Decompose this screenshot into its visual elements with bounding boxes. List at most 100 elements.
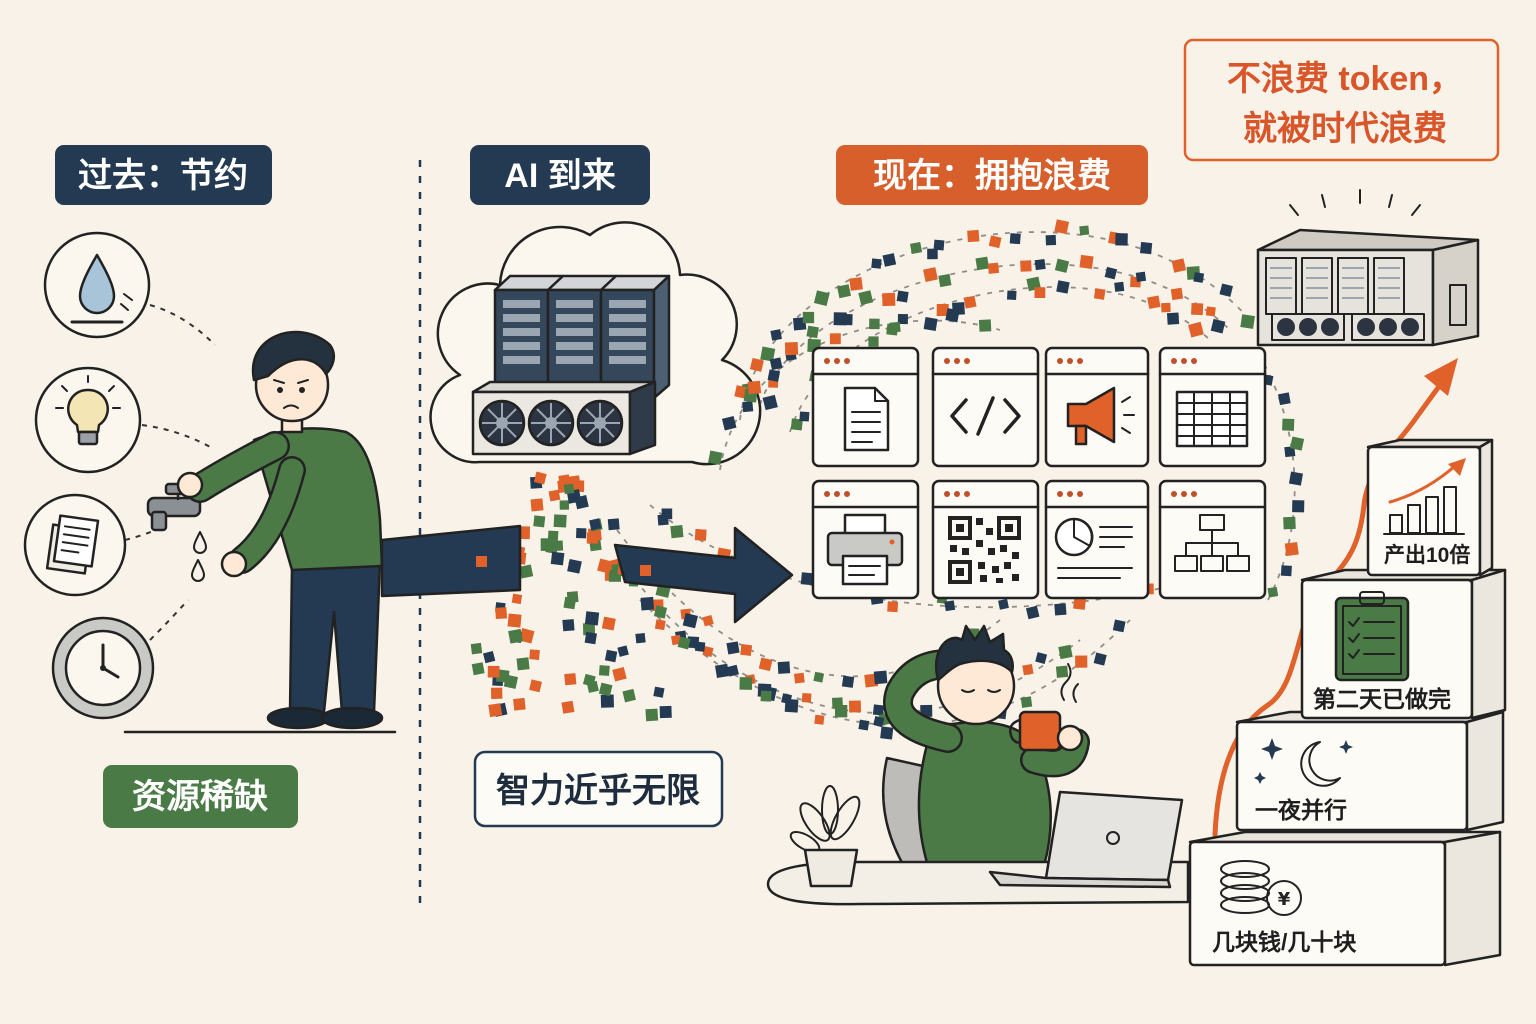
token-particle [529, 649, 540, 660]
token-particle [858, 719, 870, 731]
token-particle [1115, 233, 1128, 246]
token-particle [889, 321, 901, 333]
token-particle [841, 313, 853, 326]
token-particle [559, 500, 570, 510]
token-particle [800, 572, 814, 586]
past-badge-label: 过去：节约 [78, 157, 248, 195]
token-particle [963, 295, 977, 309]
token-particle [530, 498, 544, 512]
token-particle [967, 229, 980, 243]
step-box-done: 第二天已做完 [1300, 568, 1507, 720]
token-particle [747, 380, 762, 395]
token-particle [702, 645, 714, 658]
token-particle [790, 418, 803, 431]
server-tower [546, 274, 618, 400]
token-particle [487, 665, 500, 678]
token-particle [1056, 280, 1070, 294]
step-cost-label: 几块钱/几十块 [1212, 929, 1356, 955]
spreadsheet-icon [1175, 390, 1249, 448]
token-particle [635, 633, 646, 644]
token-particle [897, 314, 908, 325]
token-particle [721, 415, 737, 431]
token-particle [1054, 258, 1070, 273]
token-particle [927, 248, 938, 260]
token-particle [659, 705, 672, 719]
token-particle [727, 664, 739, 677]
token-particle [1020, 260, 1032, 272]
worried-person [176, 330, 384, 730]
token-particle [682, 613, 698, 629]
token-particle [841, 675, 855, 688]
token-particle [563, 483, 575, 495]
token-particle [653, 605, 668, 619]
water-drop-icon [43, 231, 151, 339]
token-particle [640, 596, 655, 611]
token-particle [945, 308, 960, 323]
token-particle [762, 394, 778, 411]
token-particle [1147, 295, 1161, 309]
token-particle [1093, 652, 1107, 666]
app-window [931, 479, 1040, 600]
step-box-overnight: 一夜并行 [1235, 710, 1505, 832]
token-particle [770, 329, 782, 341]
org-chart-icon [1174, 514, 1250, 572]
past-badge: 过去：节约 [55, 145, 272, 205]
token-particle [987, 262, 1000, 274]
token-particle [1139, 241, 1153, 255]
token-particle [654, 619, 666, 631]
token-particle [547, 530, 559, 542]
token-particle [670, 525, 684, 539]
token-particle [495, 607, 508, 620]
bar-chart-growth-icon [1383, 458, 1466, 535]
token-particle [1093, 288, 1106, 300]
token-particle [645, 708, 659, 722]
token-particle [572, 480, 585, 492]
ai-badge-label: AI 到来 [504, 157, 615, 195]
now-badge-label: 现在：拥抱浪费 [873, 156, 1111, 195]
coffee-cup-icon [1009, 663, 1079, 752]
app-window-grid [811, 346, 1267, 600]
cooling-fan-units [1271, 313, 1425, 341]
token-particle [576, 528, 587, 539]
token-particle [1282, 418, 1295, 431]
activity-rays [1289, 189, 1421, 216]
token-particle [1219, 283, 1233, 297]
token-particle [799, 411, 810, 422]
token-particle [1025, 605, 1040, 620]
token-particle [760, 690, 772, 702]
token-particle [617, 645, 629, 657]
token-flow-path [619, 559, 1081, 715]
token-particle [1288, 471, 1303, 486]
token-particle [470, 642, 483, 655]
slogan-line-2: 就被时代浪费 [1243, 109, 1447, 148]
token-particle [767, 369, 781, 382]
laptop-logo-icon [1106, 831, 1120, 845]
ai-hardware [471, 274, 671, 456]
clipboard-checklist-icon [1334, 591, 1410, 682]
token-particle [869, 318, 880, 330]
app-window [811, 346, 920, 468]
token-particle [553, 514, 567, 528]
token-particle [561, 700, 575, 714]
token-particle [601, 616, 616, 631]
token-particle [837, 284, 851, 299]
qr-code-icon [948, 516, 1021, 584]
water-drop [191, 559, 205, 582]
token-particle [975, 256, 990, 271]
token-particle [923, 317, 938, 331]
app-window [1044, 479, 1150, 600]
token-particle [1284, 542, 1299, 557]
token-particle [702, 614, 714, 627]
token-particle [868, 336, 879, 347]
token-particle [758, 657, 773, 672]
token-particle [858, 290, 874, 306]
token-particle [938, 273, 952, 288]
token-particle [1205, 306, 1216, 317]
token-particle [1280, 565, 1292, 577]
token-particle [1034, 259, 1046, 271]
token-particle [513, 697, 526, 711]
token-particle [1022, 663, 1034, 676]
token-particle [880, 726, 894, 740]
token-particle [1290, 436, 1305, 451]
ai-caption-box: 智力近乎无限 [473, 750, 724, 828]
